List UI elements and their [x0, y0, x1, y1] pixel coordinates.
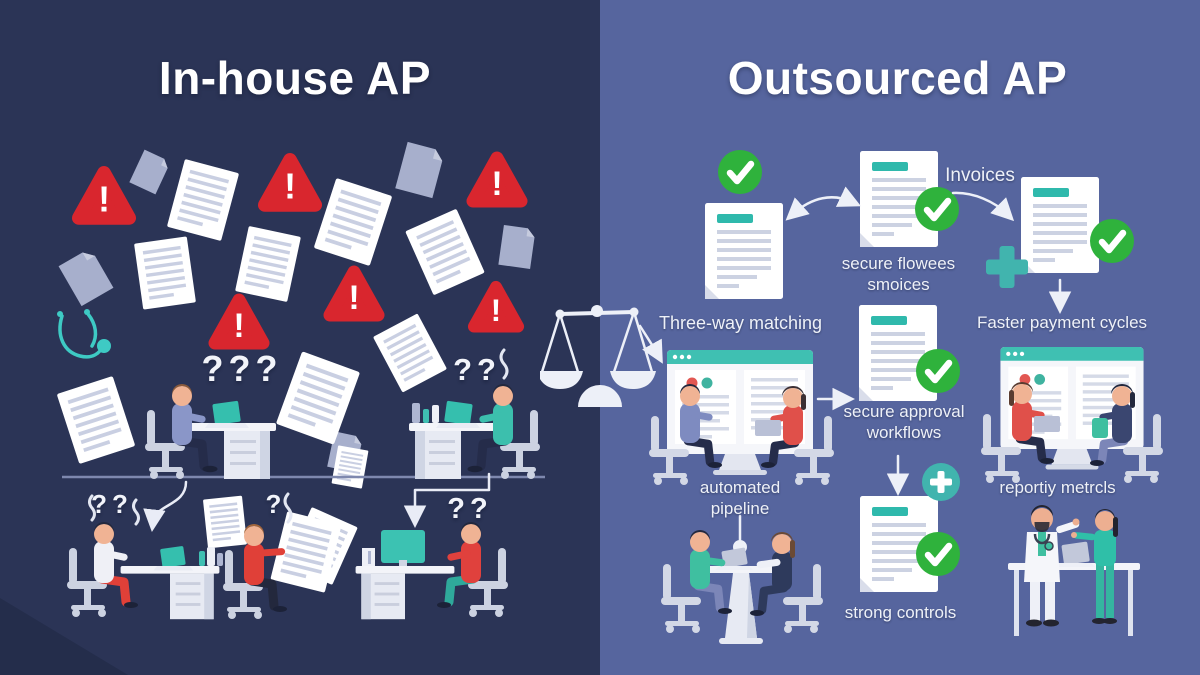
arrow-icon [403, 472, 491, 528]
document-icon [331, 445, 369, 489]
inhouse-illustration: ! ! ! ! ! ! [0, 141, 545, 675]
question-marks: ?? [447, 493, 493, 525]
label-invoices: Invoices [945, 165, 1015, 186]
flow-arrows [143, 472, 491, 532]
workflow-arrows [638, 186, 1072, 542]
overworked-worker-3 [355, 522, 508, 620]
arrow-icon [638, 324, 663, 364]
label-automated-pipeline: automated pipeline [699, 478, 781, 519]
worker-figure [1009, 382, 1060, 464]
worker-figure [690, 530, 732, 614]
scale-icon [540, 305, 656, 407]
arrow-icon [951, 191, 1015, 222]
laptop-icon [715, 547, 753, 570]
sheet-icon [498, 224, 536, 270]
warning-icon: ! [215, 300, 263, 345]
warning-icons: ! ! ! ! ! ! [79, 158, 521, 345]
label-reporting-metrics: reportiy metrcls [999, 478, 1116, 497]
label-secure-flows: secure flowees smoices [841, 254, 956, 295]
plus-badge-icon [922, 463, 960, 501]
svg-text:!: ! [348, 279, 359, 317]
plus-icon [986, 246, 1028, 288]
worker-figure [244, 524, 287, 612]
document-icon [134, 236, 196, 310]
worker-figure [437, 522, 481, 608]
label-three-way-matching: Three-way matching [658, 313, 823, 333]
check-icon [916, 532, 960, 576]
svg-text:!: ! [233, 307, 244, 345]
worker-mirror [750, 532, 823, 633]
meeting-table-scene [661, 530, 823, 644]
nurse-mirror [1071, 509, 1118, 624]
worker-figure [467, 384, 513, 473]
label-strong-controls: strong controls [844, 603, 957, 622]
stress-squiggles [88, 348, 509, 526]
left-title: In-house AP [158, 52, 432, 104]
question-marks: ?? [91, 489, 133, 519]
doctor-figure [1024, 505, 1080, 627]
question-marks: ? [265, 489, 287, 519]
check-icon [718, 150, 762, 194]
stressed-worker-desk-1 [145, 384, 276, 479]
arrow-icon [785, 186, 862, 221]
arrow-icon [143, 480, 188, 532]
laptop-icon [1055, 541, 1095, 567]
label-approval-workflows: secure approval workflows [843, 402, 965, 443]
check-icon [916, 349, 960, 393]
overworked-worker-2 [223, 506, 358, 619]
overworked-worker-1 [67, 522, 223, 620]
warning-icon: ! [330, 272, 378, 317]
warning-icon: ! [474, 287, 518, 328]
document-icon [705, 203, 783, 299]
matching-screen-scene [649, 350, 834, 485]
corner-shade [0, 598, 128, 675]
worker-figure [172, 384, 218, 473]
worker-figure [94, 522, 138, 608]
svg-text:!: ! [98, 180, 110, 220]
document-icon [1021, 177, 1099, 273]
svg-text:!: ! [284, 167, 296, 207]
doctor-consult-scene [1008, 505, 1140, 636]
warning-icon: ! [79, 173, 129, 220]
warning-icon: ! [473, 158, 521, 203]
question-marks: ?? [453, 352, 501, 387]
worker-mirror [1090, 384, 1163, 483]
stethoscope-icon [57, 309, 111, 359]
stressed-worker-desk-2 [409, 384, 540, 479]
worker-mirror [755, 386, 834, 485]
worker-figure [680, 384, 722, 468]
svg-text:!: ! [491, 293, 501, 328]
label-faster-payments: Faster payment cycles [976, 313, 1148, 332]
question-marks: ??? [201, 348, 283, 389]
reporting-screen-scene [981, 347, 1163, 483]
svg-text:!: ! [491, 165, 502, 203]
warning-icon: ! [265, 160, 315, 207]
right-title: Outsourced AP [727, 52, 1068, 104]
check-icon [1090, 219, 1134, 263]
outsourced-illustration [600, 0, 1200, 675]
document-icon [202, 495, 248, 549]
